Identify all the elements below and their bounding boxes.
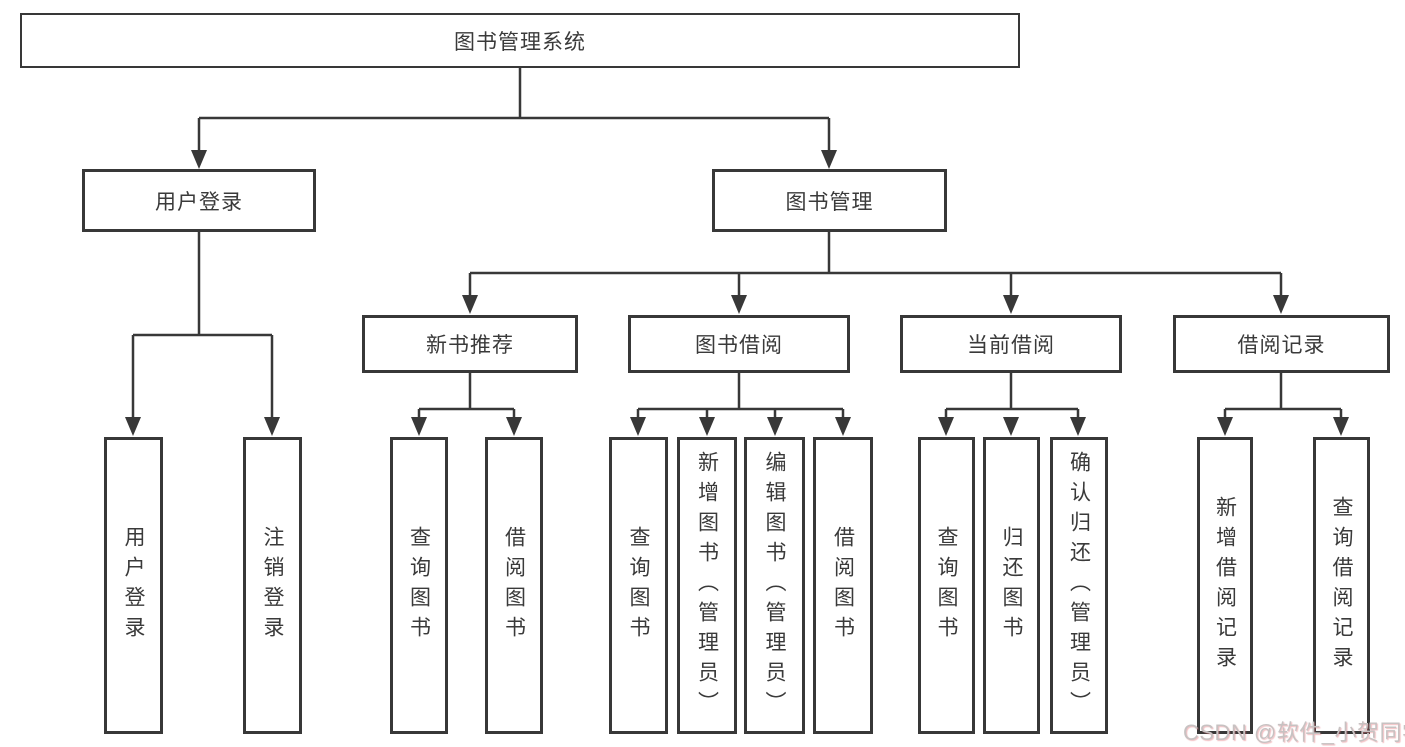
leaf-borrow-books: 借阅图书 bbox=[813, 437, 873, 734]
csdn-watermark: CSDN @软件_小贺同学 bbox=[1183, 720, 1405, 745]
node-user-login: 用户登录 bbox=[82, 169, 316, 232]
leaf-add-books-admin: 新增图书（管理员） bbox=[677, 437, 737, 734]
leaf-logout: 注销登录 bbox=[243, 437, 302, 734]
connector-lines bbox=[131, 67, 1343, 420]
leaf-search-books-current: 查询图书 bbox=[918, 437, 975, 734]
level3-branch-lines bbox=[417, 373, 1343, 420]
leaf-search-books-recommend: 查询图书 bbox=[390, 437, 448, 734]
node-borrowing-records: 借阅记录 bbox=[1173, 315, 1390, 373]
node-new-book-recommendation: 新书推荐 bbox=[362, 315, 578, 373]
leaf-borrow-books-recommend: 借阅图书 bbox=[485, 437, 543, 734]
leaf-return-books: 归还图书 bbox=[983, 437, 1040, 734]
leaf-search-borrow-record: 查询借阅记录 bbox=[1313, 437, 1370, 734]
node-book-management: 图书管理 bbox=[712, 169, 947, 232]
leaf-search-books-borrowing: 查询图书 bbox=[609, 437, 668, 734]
user-login-branch-line bbox=[131, 232, 274, 420]
node-current-borrowing: 当前借阅 bbox=[900, 315, 1122, 373]
book-management-branch-line bbox=[468, 232, 1283, 298]
root-to-level2-line bbox=[197, 67, 831, 153]
arrowheads bbox=[125, 150, 1349, 436]
node-library-management-system: 图书管理系统 bbox=[20, 13, 1020, 68]
leaf-edit-books-admin: 编辑图书（管理员） bbox=[744, 437, 805, 734]
leaf-add-borrow-record: 新增借阅记录 bbox=[1197, 437, 1253, 734]
leaf-user-login: 用户登录 bbox=[104, 437, 163, 734]
leaf-confirm-return-admin: 确认归还（管理员） bbox=[1050, 437, 1108, 734]
node-book-borrowing: 图书借阅 bbox=[628, 315, 850, 373]
